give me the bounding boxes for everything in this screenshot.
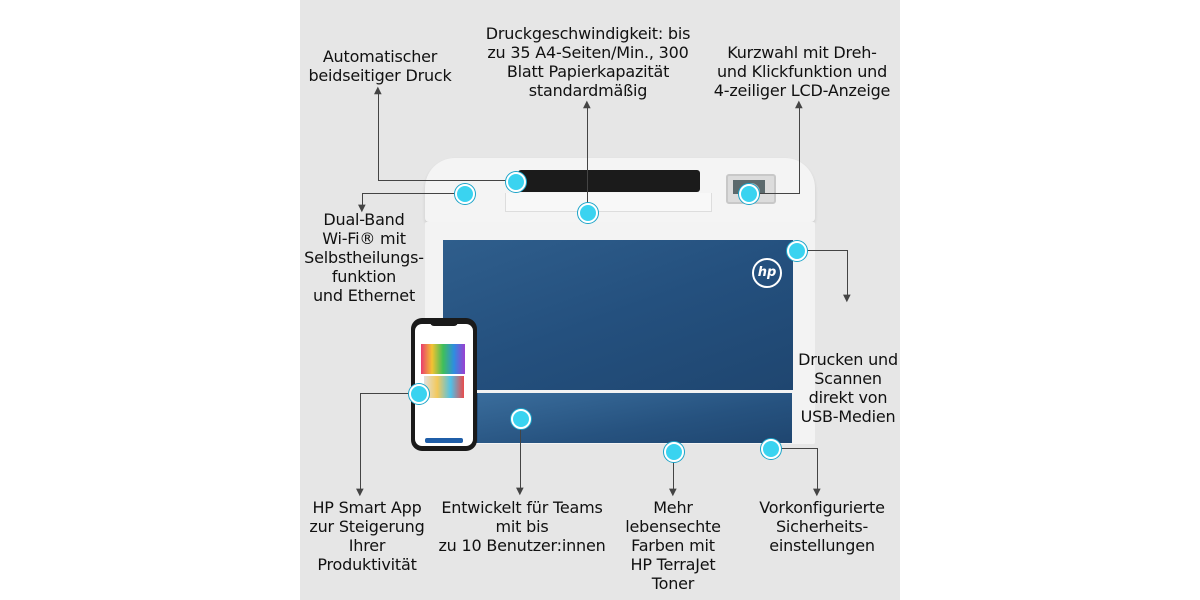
callout-line-dial-h (748, 193, 800, 194)
label-line: Sicherheits- (775, 517, 869, 536)
printer-front-panel (443, 240, 793, 390)
label-line: Druckgeschwindigkeit: bis (485, 24, 691, 43)
arrow-up-icon: ▲ (374, 85, 382, 96)
label-line: Vorkonfigurierte (759, 498, 885, 517)
label-line: funktion (331, 267, 397, 286)
printer-output-slot (518, 170, 700, 192)
label-line: Drucken und (798, 350, 898, 369)
label-line: Ihrer (348, 536, 386, 555)
callout-line-wifi-h (362, 193, 464, 194)
label-line: Automatischer (322, 47, 438, 66)
label-line: standardmäßig (528, 81, 648, 100)
label-line: beidseitiger Druck (308, 66, 452, 85)
arrow-up-icon: ▲ (795, 99, 803, 110)
label-line: USB-Medien (800, 407, 896, 426)
callout-line-teams (520, 418, 521, 490)
label-line: Kurzwahl mit Dreh- (727, 43, 877, 62)
label-line: Produktivität (317, 555, 417, 574)
label-dial: Kurzwahl mit Dreh- und Klickfunktion und… (708, 43, 896, 100)
callout-line-usb (847, 250, 848, 298)
callout-dot-wifi (455, 184, 475, 204)
callout-dot-speed (578, 203, 598, 223)
phone-app-button (425, 438, 463, 443)
label-speed: Druckgeschwindigkeit: bis zu 35 A4-Seite… (478, 24, 698, 100)
hp-logo: hp (752, 258, 782, 288)
label-line: einstellungen (769, 536, 875, 555)
label-line: Toner (651, 574, 695, 593)
printer-output-tray (505, 193, 712, 212)
label-line: Scannen (814, 369, 882, 388)
label-line: zur Steigerung (309, 517, 425, 536)
label-colors: Mehr lebensechte Farben mit HP TerraJet … (620, 498, 726, 593)
callout-line-colors (673, 451, 674, 491)
callout-line-app-h (360, 393, 418, 394)
phone-app-image-2 (424, 376, 464, 398)
callout-line-security (817, 448, 818, 491)
label-line: Selbstheilungs- (304, 248, 424, 267)
label-line: Wi-Fi® mit (322, 229, 406, 248)
callout-line-usb-h (796, 250, 848, 251)
callout-dot-usb (787, 241, 807, 261)
label-line: Dual-Band (323, 210, 405, 229)
label-line: HP Smart App (312, 498, 422, 517)
label-line: 4-zeiliger LCD-Anzeige (713, 81, 891, 100)
label-line: Blatt Papierkapazität (506, 62, 670, 81)
label-line: und Ethernet (312, 286, 416, 305)
callout-line-duplex (378, 92, 379, 181)
label-line: lebensechte (625, 517, 721, 536)
callout-dot-dial (739, 184, 759, 204)
label-wifi: Dual-Band Wi-Fi® mit Selbstheilungs- fun… (302, 210, 426, 305)
label-line: direkt von (808, 388, 888, 407)
callout-line-security-h (770, 448, 818, 449)
callout-dot-duplex (506, 172, 526, 192)
arrow-down-icon: ▼ (813, 487, 821, 498)
arrow-down-icon: ▼ (356, 487, 364, 498)
label-teams: Entwickelt für Teams mit bis zu 10 Benut… (432, 498, 612, 555)
callout-dot-teams (511, 409, 531, 429)
label-line: zu 35 A4-Seiten/Min., 300 (487, 43, 689, 62)
label-line: mit bis (495, 517, 549, 536)
arrow-down-icon: ▼ (516, 486, 524, 497)
callout-line-dial (799, 106, 800, 193)
label-line: zu 10 Benutzer:innen (438, 536, 606, 555)
label-line: Mehr (653, 498, 693, 517)
callout-line-app (360, 393, 361, 491)
callout-dot-app (409, 384, 429, 404)
arrow-down-icon: ▼ (358, 203, 366, 214)
arrow-up-icon: ▲ (583, 99, 591, 110)
label-security: Vorkonfigurierte Sicherheits- einstellun… (752, 498, 892, 555)
callout-line-speed (587, 106, 588, 212)
label-usb: Drucken und Scannen direkt von USB-Medie… (798, 350, 898, 426)
arrow-down-icon: ▼ (843, 293, 851, 304)
label-line: Farben mit (631, 536, 715, 555)
label-line: Entwickelt für Teams (441, 498, 603, 517)
callout-line-wifi (362, 193, 363, 208)
label-line: und Klickfunktion und (716, 62, 888, 81)
label-line: HP TerraJet (630, 555, 716, 574)
label-app: HP Smart App zur Steigerung Ihrer Produk… (304, 498, 430, 574)
callout-dot-security (761, 439, 781, 459)
callout-line-duplex-h (378, 180, 515, 181)
phone-app-image (421, 344, 465, 374)
arrow-down-icon: ▼ (669, 487, 677, 498)
label-duplex: Automatischer beidseitiger Druck (300, 47, 460, 85)
smartphone-notch (430, 320, 458, 326)
callout-dot-colors (664, 442, 684, 462)
